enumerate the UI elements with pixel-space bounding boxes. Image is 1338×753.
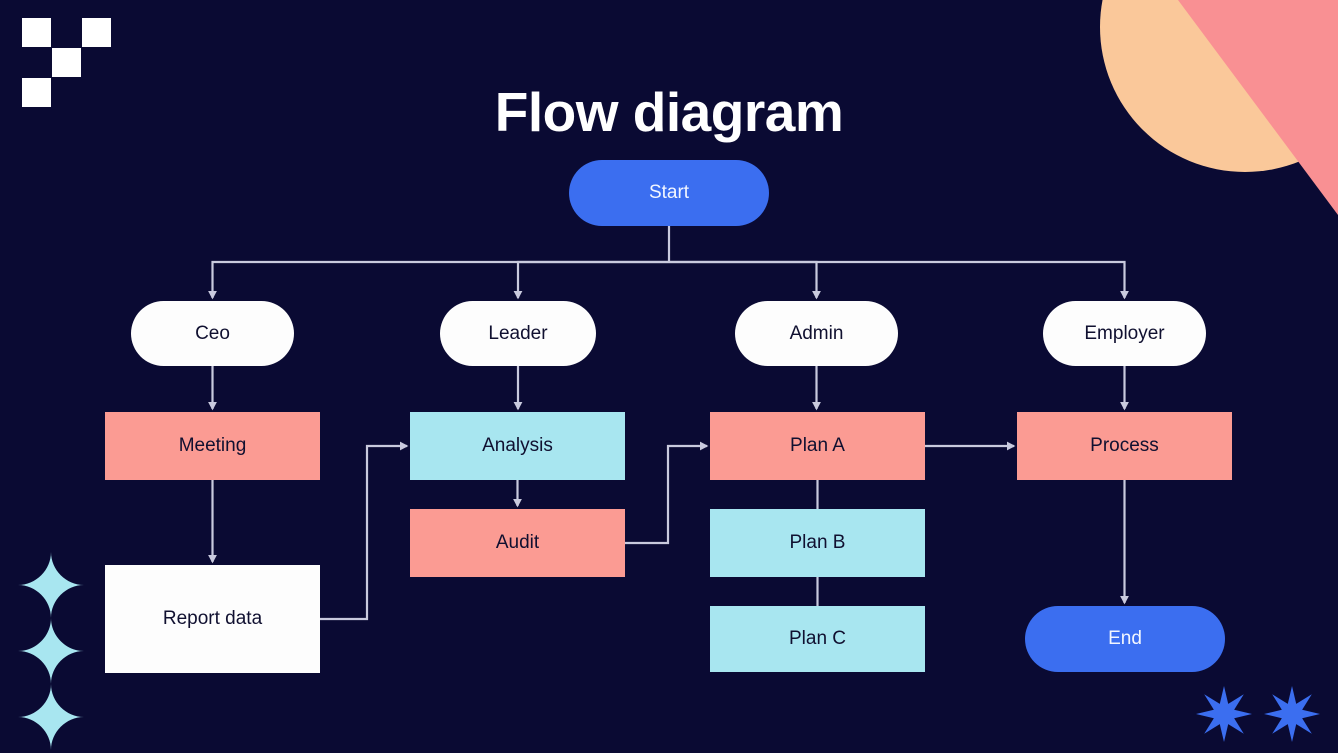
node-label: Employer: [1084, 322, 1165, 344]
node-label: Start: [648, 182, 690, 203]
diagram-node-meeting[interactable]: Meeting: [105, 412, 320, 480]
diagram-node-leader[interactable]: Leader: [440, 301, 596, 366]
node-label: Plan B: [789, 532, 846, 553]
node-label: Meeting: [178, 435, 247, 456]
node-label: Plan C: [788, 628, 847, 649]
diagram-node-report[interactable]: Report data: [105, 565, 320, 673]
connector: [513, 260, 669, 300]
node-label: End: [1108, 628, 1142, 649]
node-label: Audit: [495, 532, 540, 553]
node-label: Admin: [789, 322, 844, 344]
diagram-node-planc[interactable]: Plan C: [710, 606, 925, 672]
connector: [320, 441, 409, 621]
node-label: Analysis: [482, 435, 553, 456]
node-label: Report data: [162, 608, 263, 629]
node-label: Ceo: [195, 322, 230, 344]
connector: [208, 260, 669, 300]
node-label: Plan A: [790, 435, 845, 456]
connector: [669, 260, 1129, 300]
diagram-node-ceo[interactable]: Ceo: [131, 301, 294, 366]
diagram-node-audit[interactable]: Audit: [410, 509, 625, 577]
diagram-node-employer[interactable]: Employer: [1043, 301, 1206, 366]
connector: [625, 441, 709, 545]
node-label: Leader: [488, 322, 548, 344]
diagram-node-end[interactable]: End: [1025, 606, 1225, 672]
connector: [669, 260, 821, 300]
diagram-node-admin[interactable]: Admin: [735, 301, 898, 366]
node-label: Process: [1090, 435, 1159, 456]
diagram-node-analysis[interactable]: Analysis: [410, 412, 625, 480]
diagram-node-start[interactable]: Start: [569, 160, 769, 226]
diagram-node-plana[interactable]: Plan A: [710, 412, 925, 480]
diagram-node-process[interactable]: Process: [1017, 412, 1232, 480]
page-title: Flow diagram: [494, 81, 844, 143]
diagram-node-planb[interactable]: Plan B: [710, 509, 925, 577]
